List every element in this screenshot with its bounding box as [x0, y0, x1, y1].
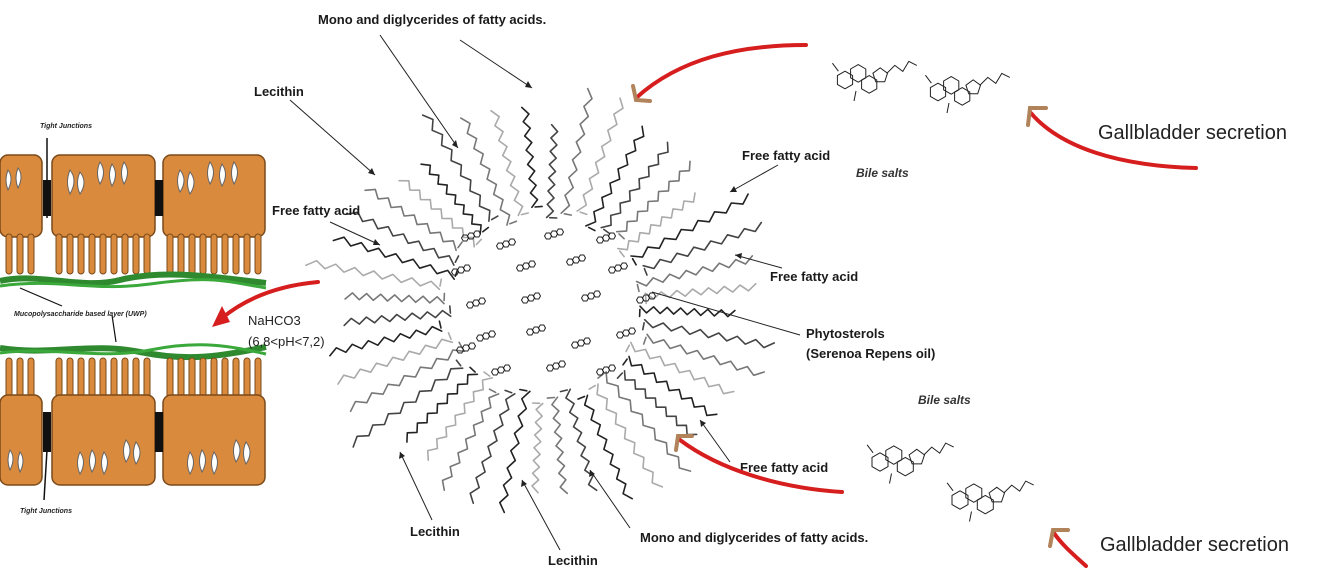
sterol-molecule [462, 231, 481, 241]
epithelium-bottom [0, 345, 266, 500]
microvilli [6, 234, 261, 274]
tight-junction [155, 412, 163, 452]
lipid-chain [330, 327, 442, 356]
sterol-molecule [547, 361, 566, 371]
gallbladder-arrow-bottom [1054, 533, 1086, 566]
enterocyte [0, 155, 42, 237]
lipid-chain [601, 142, 668, 227]
mucus-pointer [20, 288, 62, 306]
sterol-molecule [597, 233, 616, 243]
free-fatty-acid-left-label: Free fatty acid [272, 203, 360, 218]
lecithin-top-label: Lecithin [254, 84, 304, 99]
lipid-chain [552, 397, 567, 493]
lipid-chain [306, 261, 440, 290]
lipid-chain [532, 404, 543, 493]
lipid-chain [547, 125, 558, 218]
free-fatty-acid-right-mid-label: Free fatty acid [770, 269, 858, 284]
lipid-chain [561, 89, 592, 214]
lipid-chain [577, 98, 623, 211]
sterol-molecule [617, 328, 636, 338]
lipid-chain [347, 212, 454, 265]
bile-arrow-top [636, 45, 806, 98]
nahco3-ph-label: (6,8<pH<7,2) [248, 334, 325, 349]
lipid-chain [629, 357, 717, 416]
lipid-chain [631, 342, 734, 393]
sterol-molecule [567, 255, 586, 265]
lipid-chain [647, 334, 764, 375]
enterocyte [163, 155, 265, 237]
bile-salt-molecule [867, 443, 954, 483]
tight-junctions-top-label: Tight Junctions [40, 123, 92, 130]
pointer-lines [290, 35, 800, 550]
bile-salt-molecule [947, 481, 1034, 521]
sterol-molecule [609, 263, 628, 273]
lipid-chain [344, 311, 451, 326]
lipid-chain [345, 293, 444, 304]
lipid-chain [470, 394, 515, 503]
lipid-chain [365, 189, 456, 250]
phytosterols-label: Phytosterols [806, 326, 885, 341]
gallbladder-bottom-label: Gallbladder secretion [1100, 534, 1289, 556]
sterol-molecule [517, 261, 536, 271]
lipid-chain [491, 111, 523, 216]
lipid-chain [645, 320, 775, 348]
mono-diglycerides-bottom-label: Mono and diglycerides of fatty acids. [640, 530, 868, 545]
sterol-molecule [497, 239, 516, 249]
sterol-molecule [522, 293, 541, 303]
lipid-chain [522, 107, 538, 207]
gallbladder-top-label: Gallbladder secretion [1098, 122, 1287, 144]
lipid-chain [333, 237, 454, 279]
lipid-chain [423, 115, 490, 221]
enterocyte [0, 395, 42, 485]
mono-diglycerides-top-label: Mono and diglycerides of fatty acids. [318, 12, 546, 27]
micelle [306, 89, 774, 513]
lipid-chain [637, 256, 753, 286]
tight-junction [43, 412, 51, 452]
free-fatty-acid-right-top-label: Free fatty acid [742, 148, 830, 163]
lipid-chain [617, 161, 690, 231]
tight-junction [155, 180, 163, 216]
lipid-chain [407, 374, 478, 442]
tight-junctions-bottom-label: Tight Junctions [20, 508, 72, 515]
lipid-chain [500, 391, 530, 512]
sterol-molecule [452, 265, 471, 275]
bile-salt-molecule [832, 61, 916, 101]
enterocyte [52, 155, 155, 237]
bile-salts-bottom-label: Bile salts [918, 393, 971, 407]
lipid-chain [640, 306, 735, 316]
sterol-molecule [597, 365, 616, 375]
sterol-molecule [545, 229, 564, 239]
mucopolysaccharide-label: Mucopolysaccharide based layer (UWP) [14, 311, 147, 318]
lipid-chain [443, 394, 499, 490]
bile-salt-molecule [925, 73, 1009, 113]
sterol-molecule [492, 365, 511, 375]
lipid-chain [645, 284, 756, 299]
sterol-molecule [572, 338, 591, 348]
sterol-molecule [527, 325, 546, 335]
lecithin-bottom-left-label: Lecithin [410, 524, 460, 539]
bile-salt-structures-top [832, 61, 1009, 113]
epithelium-top [0, 138, 266, 288]
nahco3-label: NaHCO3 [248, 313, 301, 328]
lipid-chain [625, 371, 697, 435]
bile-salts-top-label: Bile salts [856, 166, 909, 180]
microvilli [6, 358, 261, 398]
sterol-molecule [467, 298, 486, 308]
lipid-chain [606, 372, 690, 471]
phytosterols-source-label: (Serenoa Repens oil) [806, 346, 935, 361]
sterol-molecule [477, 331, 496, 341]
lecithin-bottom-label: Lecithin [548, 553, 598, 568]
bile-salt-structures-bottom [867, 443, 1034, 521]
sterol-molecule [582, 291, 601, 301]
free-fatty-acid-bottom-label: Free fatty acid [740, 460, 828, 475]
